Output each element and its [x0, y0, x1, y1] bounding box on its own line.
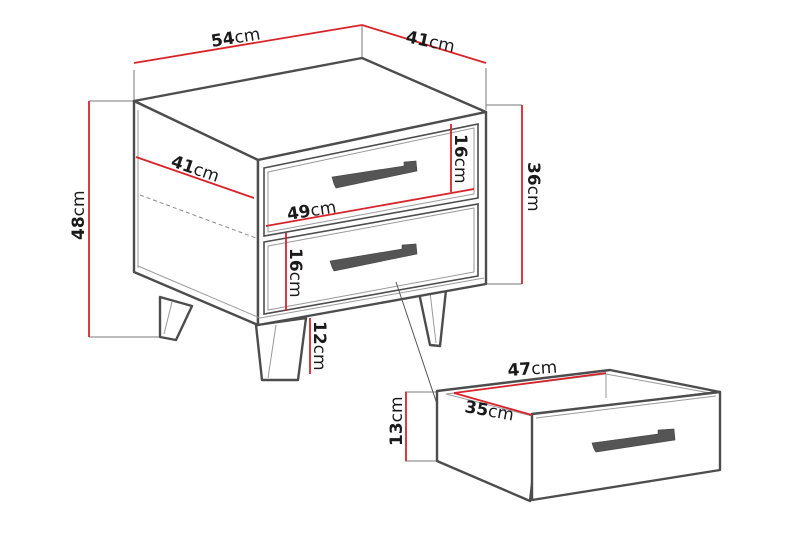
upper-drawer-handle	[331, 160, 418, 189]
dim-line-side-depth	[135, 156, 255, 199]
upper-drawer-front	[263, 123, 479, 237]
leg-back-left	[158, 295, 194, 342]
detached-drawer	[435, 368, 722, 503]
label-drawer-width: 47cm	[507, 358, 558, 381]
lower-drawer-handle	[329, 243, 418, 272]
label-drawer-height: 13cm	[387, 396, 407, 446]
dim-line-drawer-depth	[453, 392, 533, 416]
dimension-lines	[88, 24, 607, 461]
label-total-height: 48cm	[69, 190, 89, 240]
legs	[158, 286, 448, 382]
cabinet-body	[132, 56, 488, 327]
drawer-handles	[329, 160, 418, 272]
dim-line-drawer-width	[453, 372, 607, 394]
detached-drawer-handle	[591, 428, 676, 453]
label-top-depth: 41cm	[404, 27, 457, 57]
dim-line-top-depth	[361, 24, 487, 64]
label-lower-drawer-height: 16cm	[285, 248, 305, 298]
label-upper-drawer-height: 16cm	[450, 134, 470, 184]
label-drawer-depth: 35cm	[463, 397, 515, 425]
leg-front-right	[416, 286, 448, 348]
label-front-width: 49cm	[286, 197, 338, 225]
dim-line-front-width	[265, 188, 475, 227]
lower-drawer-front	[263, 203, 479, 315]
label-top-width: 54cm	[210, 24, 262, 52]
dim-line-top-width	[133, 24, 363, 64]
leg-front-left	[254, 316, 308, 382]
label-leg-height: 12cm	[309, 321, 329, 371]
drawer-leader-line	[395, 281, 441, 414]
label-body-height: 36cm	[523, 162, 543, 212]
